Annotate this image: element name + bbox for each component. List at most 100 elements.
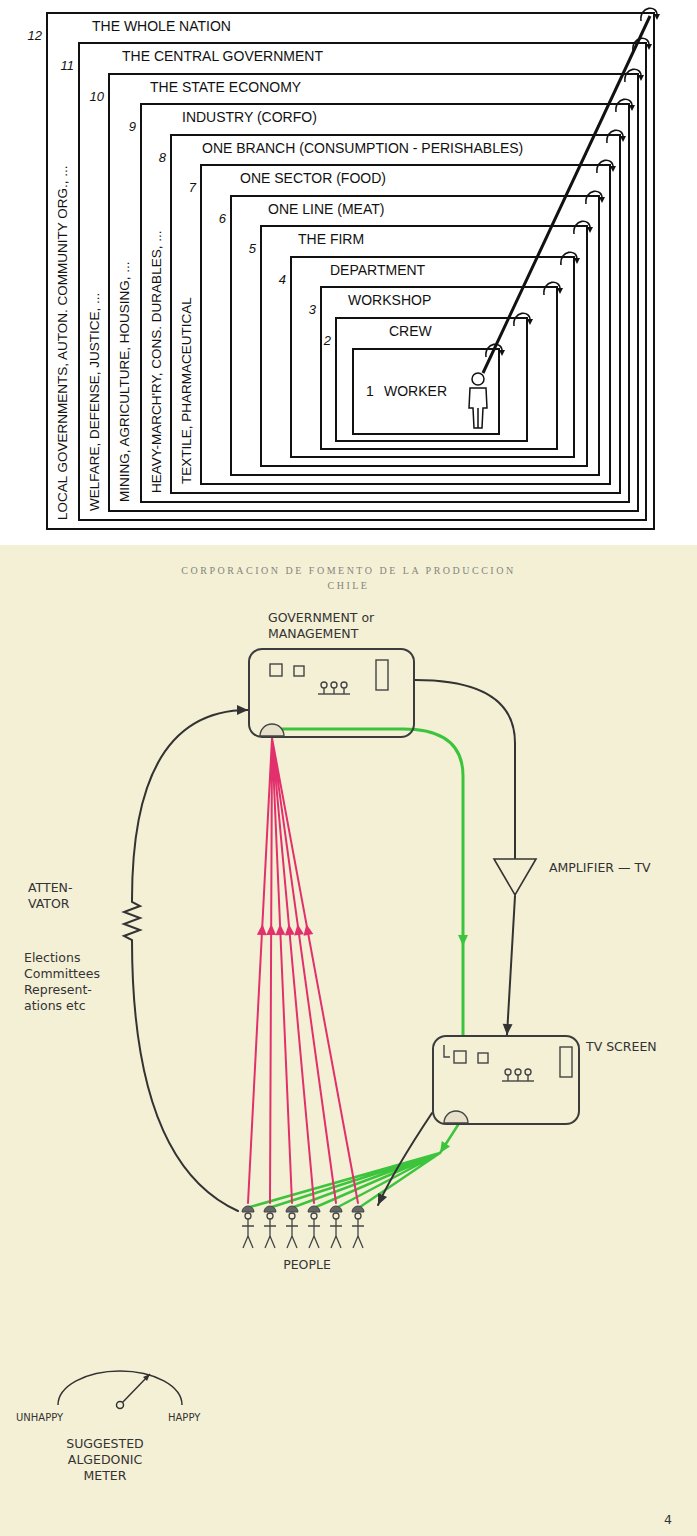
firm-box: 5THE FIRM4DEPARTMENT3WORKSHOP2CREW1WORKE… (260, 225, 588, 467)
arrowhead (304, 924, 314, 936)
person-head (333, 1213, 339, 1219)
screen-icon (270, 664, 282, 676)
level-number: 6 (219, 211, 226, 226)
tv-box: TV SCREEN (432, 1035, 580, 1125)
meter-needle (120, 1374, 150, 1405)
person-figure (330, 1219, 342, 1248)
level-number: 2 (324, 333, 331, 348)
level-title: INDUSTRY (CORFO) (182, 109, 317, 126)
node-label: AMPLIFIER — TV (549, 860, 659, 876)
seated-person (333, 688, 334, 694)
worker-head (472, 373, 484, 385)
arrowhead (503, 1024, 513, 1035)
dome-hat (264, 1206, 276, 1212)
connector-line (415, 680, 515, 858)
node-label: PEOPLE (236, 1257, 378, 1273)
panel-icon (560, 1047, 572, 1077)
letterhead: CORPORACION DE FOMENTO DE LA PRODUCCION (0, 565, 697, 576)
people-group: PEOPLE (236, 1203, 378, 1278)
seated-person (323, 688, 324, 694)
sector-box: 7ONE SECTOR (FOOD)6ONE LINE (MEAT)5THE F… (200, 164, 611, 485)
level-title: THE STATE ECONOMY (150, 79, 301, 96)
level-title: CREW (389, 323, 432, 340)
dome-hat (286, 1206, 298, 1212)
dome-sensor (444, 1111, 468, 1123)
meter-needle-tip (143, 1374, 150, 1381)
person-figure (264, 1219, 276, 1248)
level-number: 1 (366, 384, 374, 399)
crew-box: 2CREW1WORKER (335, 317, 528, 442)
attenuator-note: Elections Committees Represent- ations e… (24, 950, 110, 1014)
level-number: 12 (28, 28, 42, 43)
level-title: THE WHOLE NATION (92, 18, 231, 35)
person-head (245, 1213, 251, 1219)
person-figure (242, 1219, 254, 1248)
screen-icon (454, 1051, 466, 1063)
person-figure (352, 1219, 364, 1248)
arrowhead (378, 1193, 387, 1205)
level-title: ONE BRANCH (CONSUMPTION - PERISHABLES) (202, 140, 523, 157)
node-label: TV SCREEN (586, 1039, 664, 1055)
arrowhead (237, 705, 248, 715)
person-head (311, 1213, 317, 1219)
level-title: ONE SECTOR (FOOD) (240, 170, 386, 187)
arrowhead (266, 924, 276, 935)
seated-person (527, 1075, 528, 1081)
branch-box: 8ONE BRANCH (CONSUMPTION - PERISHABLES)T… (170, 134, 621, 494)
industry-box: 9INDUSTRY (CORFO)HEAVY-MARCH'RY, CONS. D… (140, 103, 630, 503)
node-art (250, 650, 413, 736)
department-box: 4DEPARTMENT3WORKSHOP2CREW1WORKER (290, 256, 575, 458)
node-art (434, 1037, 578, 1123)
arrowhead (276, 924, 286, 935)
economy-box: 10THE STATE ECONOMYMINING, AGRICULTURE, … (108, 73, 639, 512)
connector (378, 1113, 432, 1205)
screen-icon (478, 1053, 488, 1063)
connector (503, 896, 515, 1035)
dome-hat (330, 1206, 342, 1212)
person-figure (286, 1219, 298, 1248)
arrowhead (294, 924, 304, 936)
seated-person (341, 682, 347, 688)
connector (415, 680, 515, 858)
level-number: 4 (279, 272, 286, 287)
screen-icon (294, 666, 304, 676)
worker-body (469, 388, 487, 428)
meter-arc (58, 1371, 182, 1405)
level-number: 11 (61, 58, 75, 73)
node-label: GOVERNMENT or MANAGEMENT (268, 610, 418, 642)
dome-hat (352, 1206, 364, 1212)
meter-end-label: UNHAPPY (16, 1410, 63, 1426)
worker-box: 1WORKER (352, 348, 500, 435)
workshop-box: 3WORKSHOP2CREW1WORKER (320, 286, 558, 450)
attenuator-label: ATTEN- VATOR (28, 880, 92, 912)
seated-person (517, 1075, 518, 1081)
connector-line (248, 738, 358, 1203)
connector (280, 729, 468, 1035)
level-examples: MINING, AGRICULTURE, HOUSING, ... (116, 261, 133, 502)
level-number: 5 (249, 241, 256, 256)
connector-line (378, 1113, 432, 1205)
corner-mark (444, 1045, 450, 1057)
level-number: 3 (309, 302, 316, 317)
connector (124, 705, 248, 1211)
level-title: THE FIRM (298, 231, 364, 248)
level-title: THE CENTRAL GOVERNMENT (122, 48, 323, 65)
level-number: 8 (159, 150, 166, 165)
seated-person (331, 682, 337, 688)
connector-line (507, 896, 515, 1035)
arrowhead (285, 924, 295, 935)
person-figure (308, 1219, 320, 1248)
meter-end-label: HAPPY (168, 1410, 200, 1426)
level-title: ONE LINE (MEAT) (268, 201, 384, 218)
person-head (289, 1213, 295, 1219)
arrowhead (440, 1141, 450, 1153)
arrowhead (458, 935, 468, 946)
level-number: 10 (90, 89, 104, 104)
seated-person (525, 1069, 531, 1075)
government-box: 11THE CENTRAL GOVERNMENTWELFARE, DEFENSE… (78, 42, 647, 521)
office-box: GOVERNMENT or MANAGEMENT (248, 648, 415, 738)
dome-hat (308, 1206, 320, 1212)
